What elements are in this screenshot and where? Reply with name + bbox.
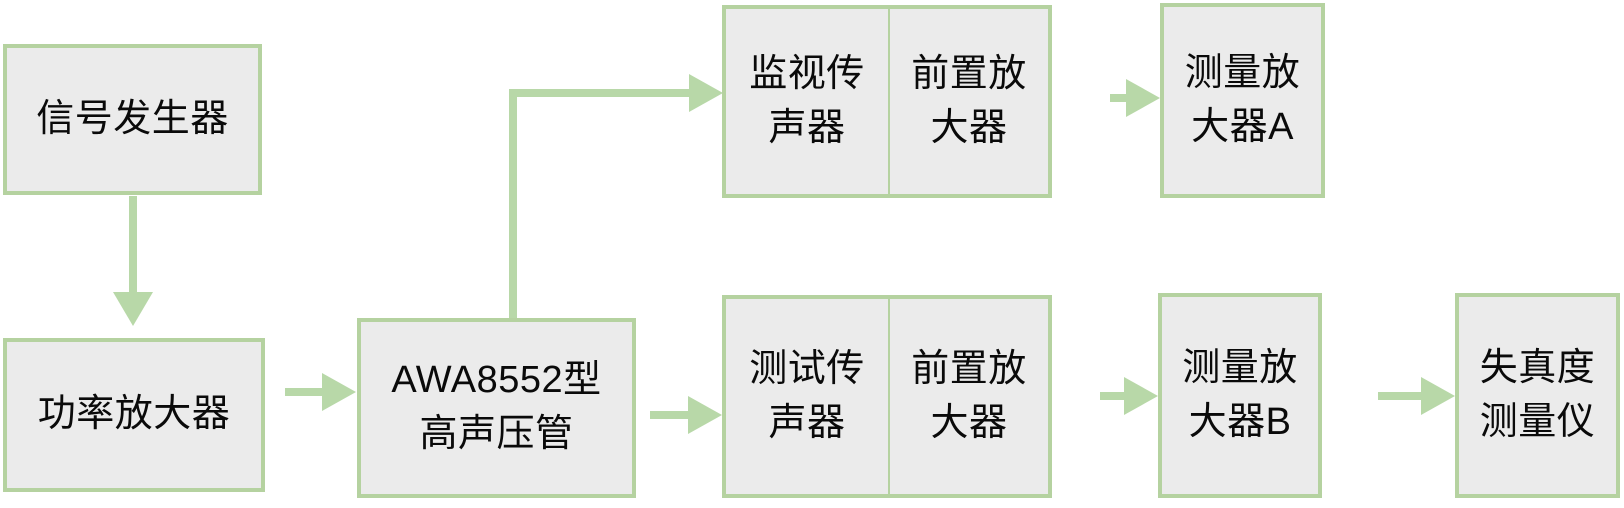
node-power-amplifier[interactable]: 功率放大器 bbox=[3, 338, 265, 492]
node-preamplifier-top[interactable]: 前置放 大器 bbox=[888, 5, 1052, 198]
node-measuring-amp-a[interactable]: 测量放 大器A bbox=[1160, 3, 1325, 198]
node-label: 监视传 声器 bbox=[749, 52, 865, 149]
node-monitor-microphone[interactable]: 监视传 声器 bbox=[722, 5, 890, 198]
node-preamplifier-bottom[interactable]: 前置放 大器 bbox=[888, 295, 1052, 498]
connector-awa8552-to-test-microphone bbox=[650, 396, 722, 434]
node-label: 前置放 大器 bbox=[911, 52, 1027, 149]
node-label: AWA8552型 高声压管 bbox=[391, 359, 602, 455]
connector-preamplifier-bottom-to-measuring-amp-b bbox=[1100, 377, 1158, 415]
node-distortion-meter[interactable]: 失真度 测量仪 bbox=[1455, 293, 1620, 498]
node-test-microphone[interactable]: 测试传 声器 bbox=[722, 295, 890, 498]
node-awa8552-tube[interactable]: AWA8552型 高声压管 bbox=[357, 318, 636, 498]
node-label: 功率放大器 bbox=[37, 393, 231, 436]
node-label: 测量放 大器B bbox=[1182, 346, 1298, 443]
connector-preamplifier-top-to-measuring-amp-a bbox=[1110, 79, 1160, 117]
connector-power-amplifier-to-awa8552 bbox=[285, 373, 356, 411]
node-label: 测量放 大器A bbox=[1184, 51, 1301, 148]
connector-awa8552-to-monitor-microphone bbox=[509, 74, 723, 318]
connector-measuring-amp-b-to-distortion-meter bbox=[1378, 377, 1455, 415]
node-label: 测试传 声器 bbox=[749, 347, 865, 444]
connector-signal-generator-to-power-amplifier bbox=[113, 196, 153, 326]
node-label: 失真度 测量仪 bbox=[1479, 346, 1596, 443]
node-label: 信号发生器 bbox=[36, 97, 229, 140]
node-measuring-amp-b[interactable]: 测量放 大器B bbox=[1158, 293, 1322, 498]
node-signal-generator[interactable]: 信号发生器 bbox=[3, 44, 262, 195]
node-label: 前置放 大器 bbox=[911, 347, 1027, 444]
